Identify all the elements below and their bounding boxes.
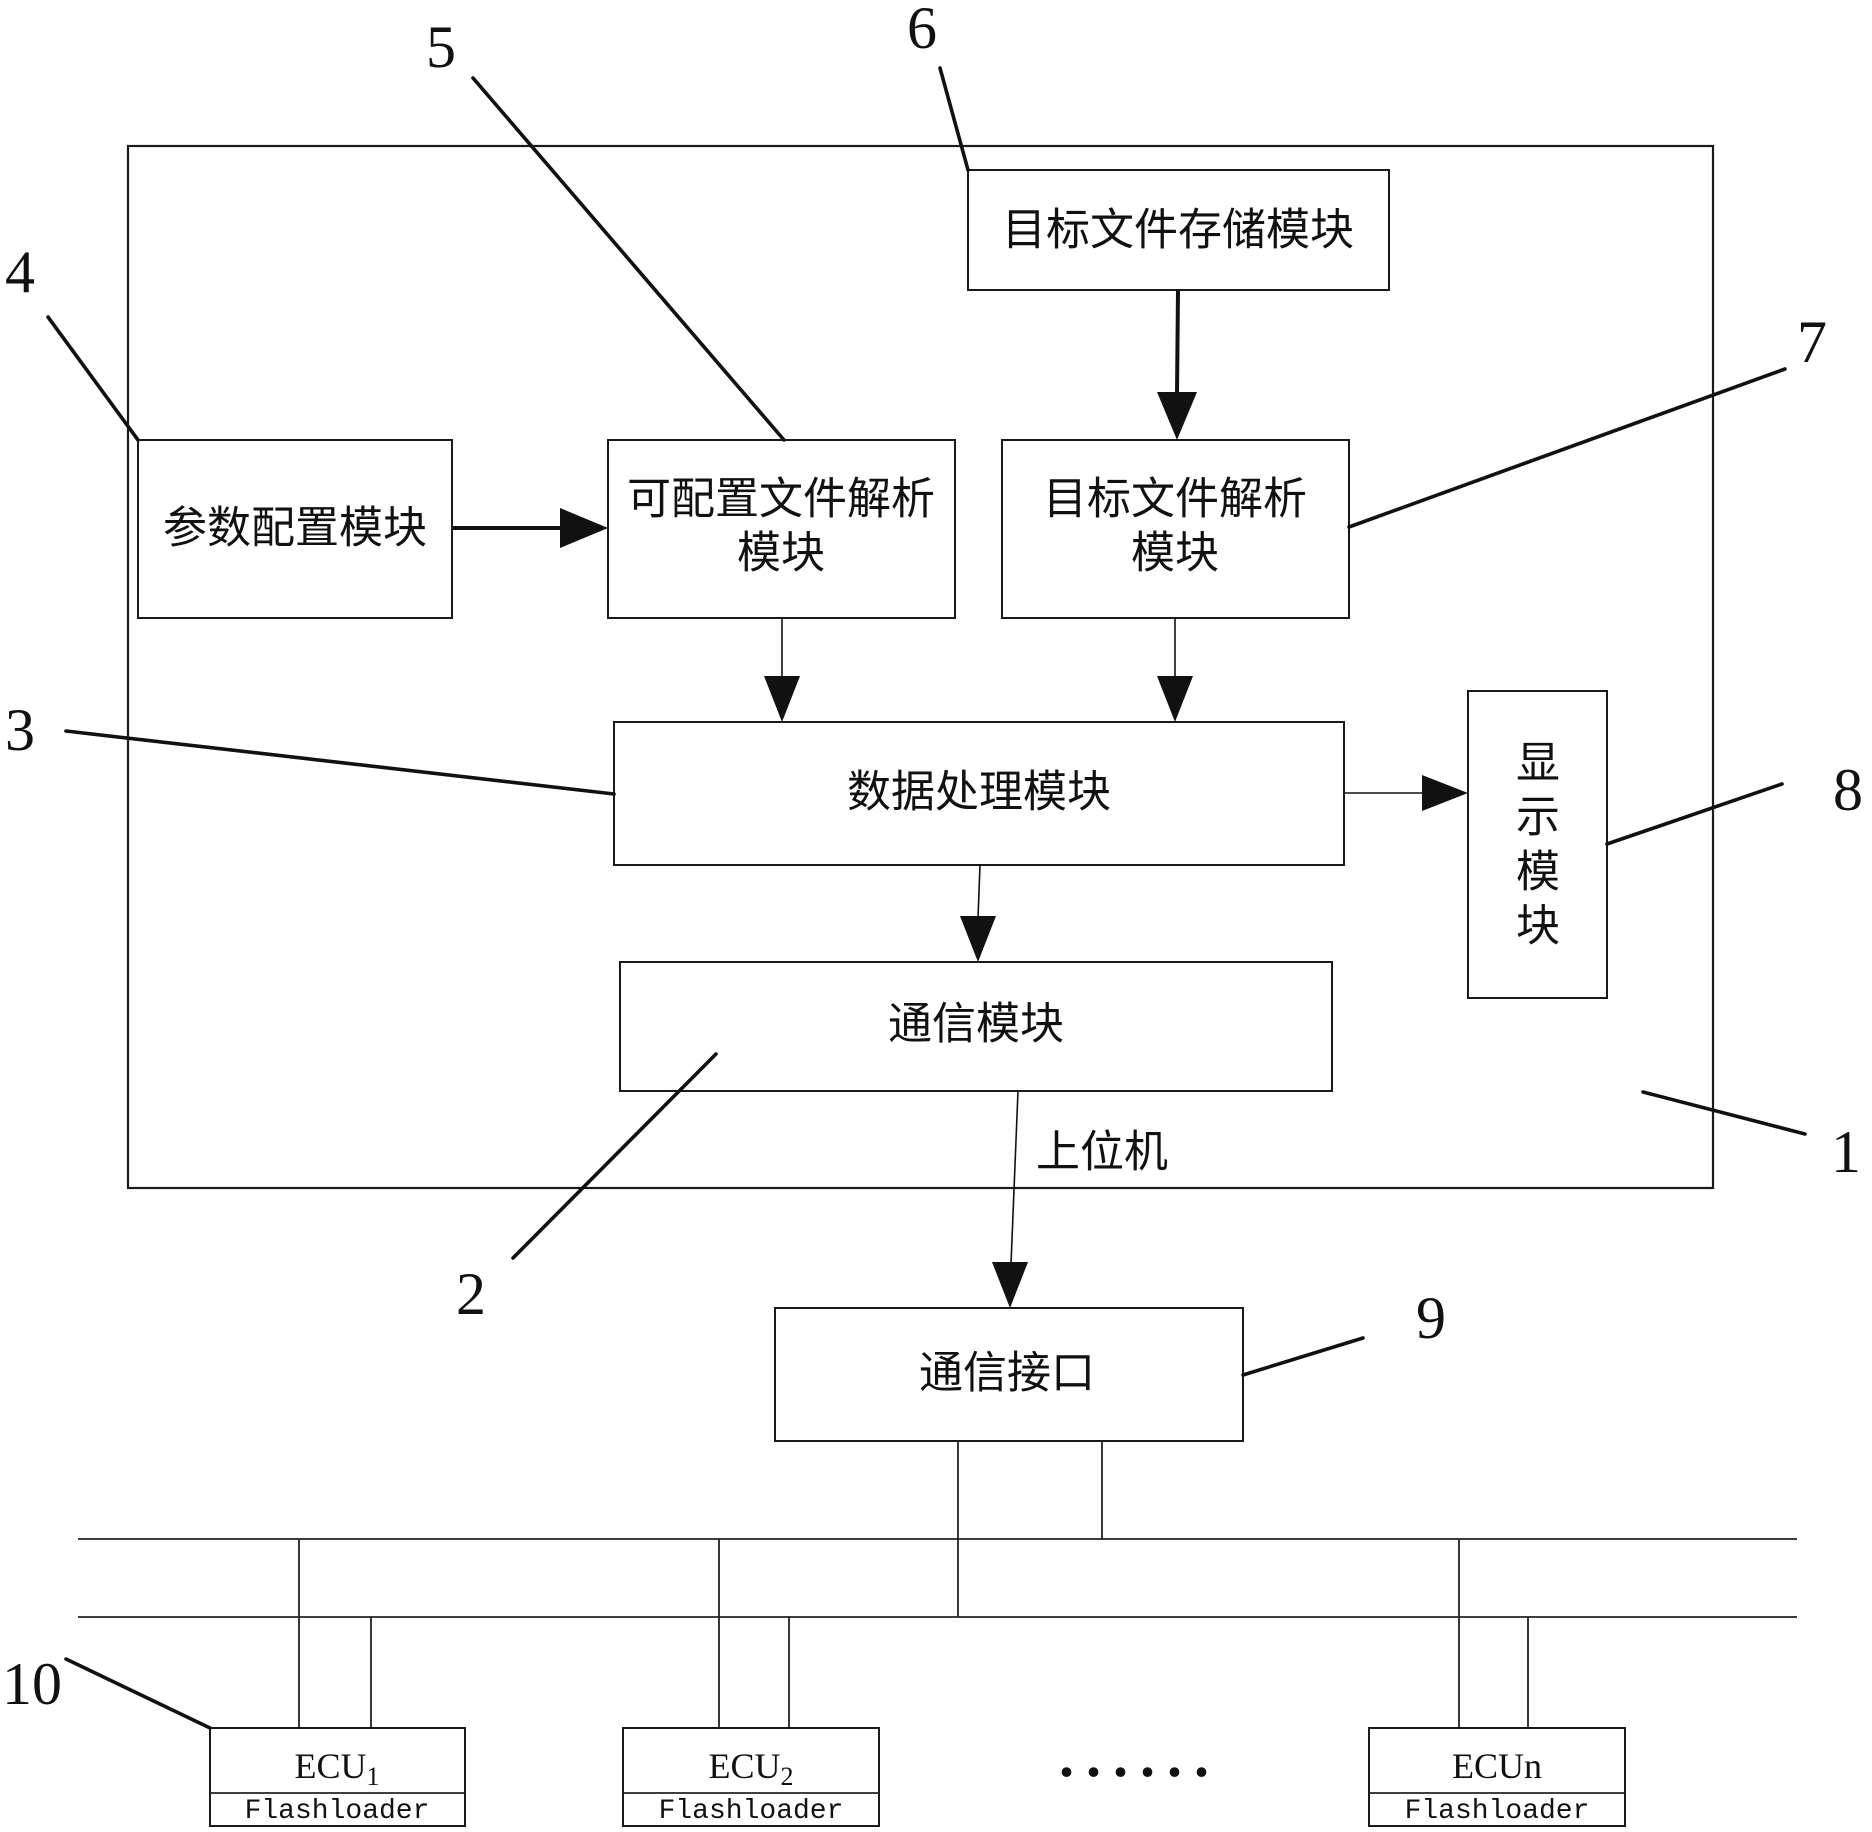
leader-line-3 (66, 731, 614, 794)
ecu-label: ECUn (1452, 1746, 1542, 1786)
ecu-name: ECU (295, 1746, 367, 1786)
display-label-char3: 模 (1516, 848, 1560, 897)
host-computer-label: 上位机 (1036, 1128, 1168, 1177)
target-file-parser-module: 目标文件解析 模块 (1002, 440, 1349, 618)
ecu-ellipsis: ...... (1059, 1723, 1221, 1789)
configurable-file-parser-label-line2: 模块 (737, 529, 825, 578)
ecu-firmware-label: Flashloader (1405, 1796, 1590, 1827)
arrow-data-processing-to-communication (960, 865, 996, 962)
ecu-node: ECUn Flashloader (1369, 1539, 1625, 1827)
leader-line-6 (940, 68, 968, 170)
arrow-target-parser-to-data-processing (1157, 618, 1193, 722)
target-file-storage-module: 目标文件存储模块 (968, 170, 1389, 290)
arrow-config-parser-to-data-processing (764, 618, 800, 722)
communication-module: 通信模块 (620, 962, 1332, 1091)
leader-line-5 (473, 78, 784, 440)
ref-numeral-6: 6 (907, 0, 937, 61)
ecu-node: ECU2 Flashloader (623, 1539, 879, 1827)
display-box (1468, 691, 1607, 998)
display-label-char2: 示 (1516, 793, 1560, 842)
ecu-firmware-label: Flashloader (659, 1796, 844, 1827)
ref-numeral-1: 1 (1831, 1119, 1861, 1185)
target-file-parser-label-line1: 目标文件解析 (1043, 475, 1307, 524)
leader-line-10 (66, 1659, 210, 1728)
ref-numeral-8: 8 (1833, 757, 1863, 823)
arrow-communication-to-interface (992, 1091, 1028, 1308)
ecu-subscript: 2 (781, 1762, 794, 1791)
arrow-parameter-to-config-parser (452, 508, 608, 548)
parameter-config-module: 参数配置模块 (138, 440, 452, 618)
ecu-subscript: 1 (367, 1762, 380, 1791)
ref-numeral-3: 3 (5, 697, 35, 763)
leader-line-4 (48, 317, 138, 440)
communication-label: 通信模块 (888, 1000, 1064, 1049)
ecu-firmware-label: Flashloader (245, 1796, 430, 1827)
configurable-file-parser-label-line1: 可配置文件解析 (627, 475, 935, 524)
display-label-char1: 显 (1516, 739, 1560, 788)
display-label-char4: 块 (1516, 902, 1560, 951)
communication-interface: 通信接口 (775, 1308, 1243, 1441)
parameter-config-label: 参数配置模块 (163, 504, 427, 553)
display-module: 显 示 模 块 (1468, 691, 1607, 998)
ref-numeral-5: 5 (426, 14, 456, 80)
arrow-data-processing-to-display (1344, 775, 1468, 811)
data-processing-module: 数据处理模块 (614, 722, 1344, 865)
leader-line-7 (1349, 369, 1785, 527)
ref-numeral-10: 10 (2, 1651, 62, 1717)
target-file-storage-label: 目标文件存储模块 (1002, 206, 1354, 255)
leader-line-8 (1607, 784, 1782, 844)
leader-line-9 (1243, 1338, 1363, 1375)
ref-numeral-7: 7 (1797, 309, 1827, 375)
ecu-node: ECU1 Flashloader (210, 1539, 465, 1827)
configurable-file-parser-module: 可配置文件解析 模块 (608, 440, 955, 618)
ecu-name: ECU (709, 1746, 781, 1786)
communication-interface-label: 通信接口 (919, 1349, 1095, 1398)
data-processing-label: 数据处理模块 (847, 768, 1111, 817)
ref-numeral-9: 9 (1416, 1285, 1446, 1351)
leader-line-1 (1643, 1092, 1805, 1134)
ref-numeral-2: 2 (456, 1261, 486, 1327)
ref-numeral-4: 4 (5, 239, 35, 305)
arrow-storage-to-target-parser (1157, 290, 1197, 440)
target-file-parser-label-line2: 模块 (1131, 529, 1219, 578)
leader-line-2 (513, 1054, 716, 1258)
